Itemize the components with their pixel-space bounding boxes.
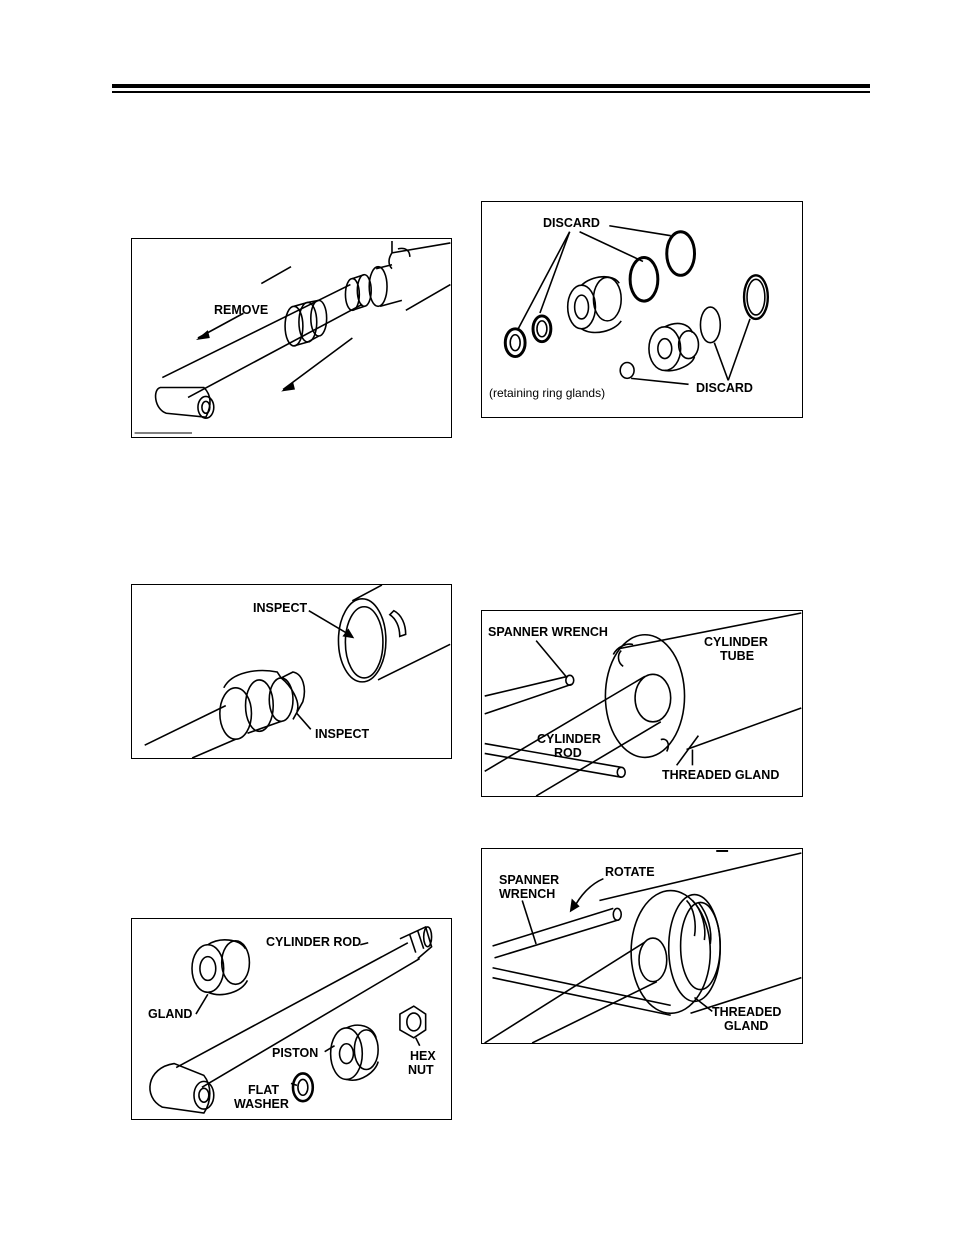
- label-gland: GLAND: [148, 1007, 193, 1021]
- label-discard-top: DISCARD: [543, 216, 600, 230]
- label-spanner-2: WRENCH: [499, 887, 556, 901]
- label-inspect-bottom: INSPECT: [315, 727, 370, 741]
- inspect-illustration: [144, 585, 451, 758]
- label-inspect-top: INSPECT: [253, 601, 308, 615]
- label-threaded-gland: THREADED GLAND: [662, 768, 780, 782]
- label-piston: PISTON: [272, 1046, 319, 1060]
- figure-remove-rod: REMOVE: [131, 238, 452, 438]
- figure-discard-seals: DISCARD DISCARD (retaining ring glands): [481, 201, 803, 418]
- discard-seals-illustration: [503, 224, 770, 386]
- label-flat-washer-1: FLAT: [248, 1083, 280, 1097]
- caption-retaining-ring-glands: (retaining ring glands): [489, 386, 606, 400]
- spanner-threaded-gland-illustration: [484, 612, 802, 796]
- figure-rod-parts: CYLINDER ROD GLAND PISTON HEX NUT FLAT W…: [131, 918, 452, 1120]
- label-remove: REMOVE: [214, 303, 269, 317]
- figure-inspect: INSPECT INSPECT: [131, 584, 452, 759]
- label-rotate: ROTATE: [605, 865, 655, 879]
- rotate-gland-illustration: [484, 849, 802, 1043]
- label-discard-bottom: DISCARD: [696, 381, 753, 395]
- figure-spanner-threaded-gland: SPANNER WRENCH CYLINDER TUBE CYLINDER RO…: [481, 610, 803, 797]
- label-spanner-wrench: SPANNER WRENCH: [488, 625, 608, 639]
- label-threaded-2: GLAND: [724, 1019, 769, 1033]
- label-hex-1: HEX: [410, 1049, 436, 1063]
- label-cylinder-rod: CYLINDER ROD: [266, 935, 362, 949]
- header-rule-thin: [112, 91, 870, 93]
- label-threaded-1: THREADED: [712, 1005, 782, 1019]
- label-cylinder-rod-1: CYLINDER: [537, 732, 601, 746]
- header-rule-thick: [112, 84, 870, 88]
- label-cylinder-rod-2: ROD: [554, 746, 582, 760]
- label-cylinder-tube-1: CYLINDER: [704, 635, 768, 649]
- label-hex-2: NUT: [408, 1063, 434, 1077]
- rod-parts-illustration: [149, 925, 433, 1114]
- label-cylinder-tube-2: TUBE: [720, 649, 755, 663]
- figure-rotate-gland: SPANNER WRENCH ROTATE THREADED GLAND: [481, 848, 803, 1044]
- remove-rod-illustration: [134, 240, 451, 434]
- label-spanner-1: SPANNER: [499, 873, 560, 887]
- label-flat-washer-2: WASHER: [234, 1097, 289, 1111]
